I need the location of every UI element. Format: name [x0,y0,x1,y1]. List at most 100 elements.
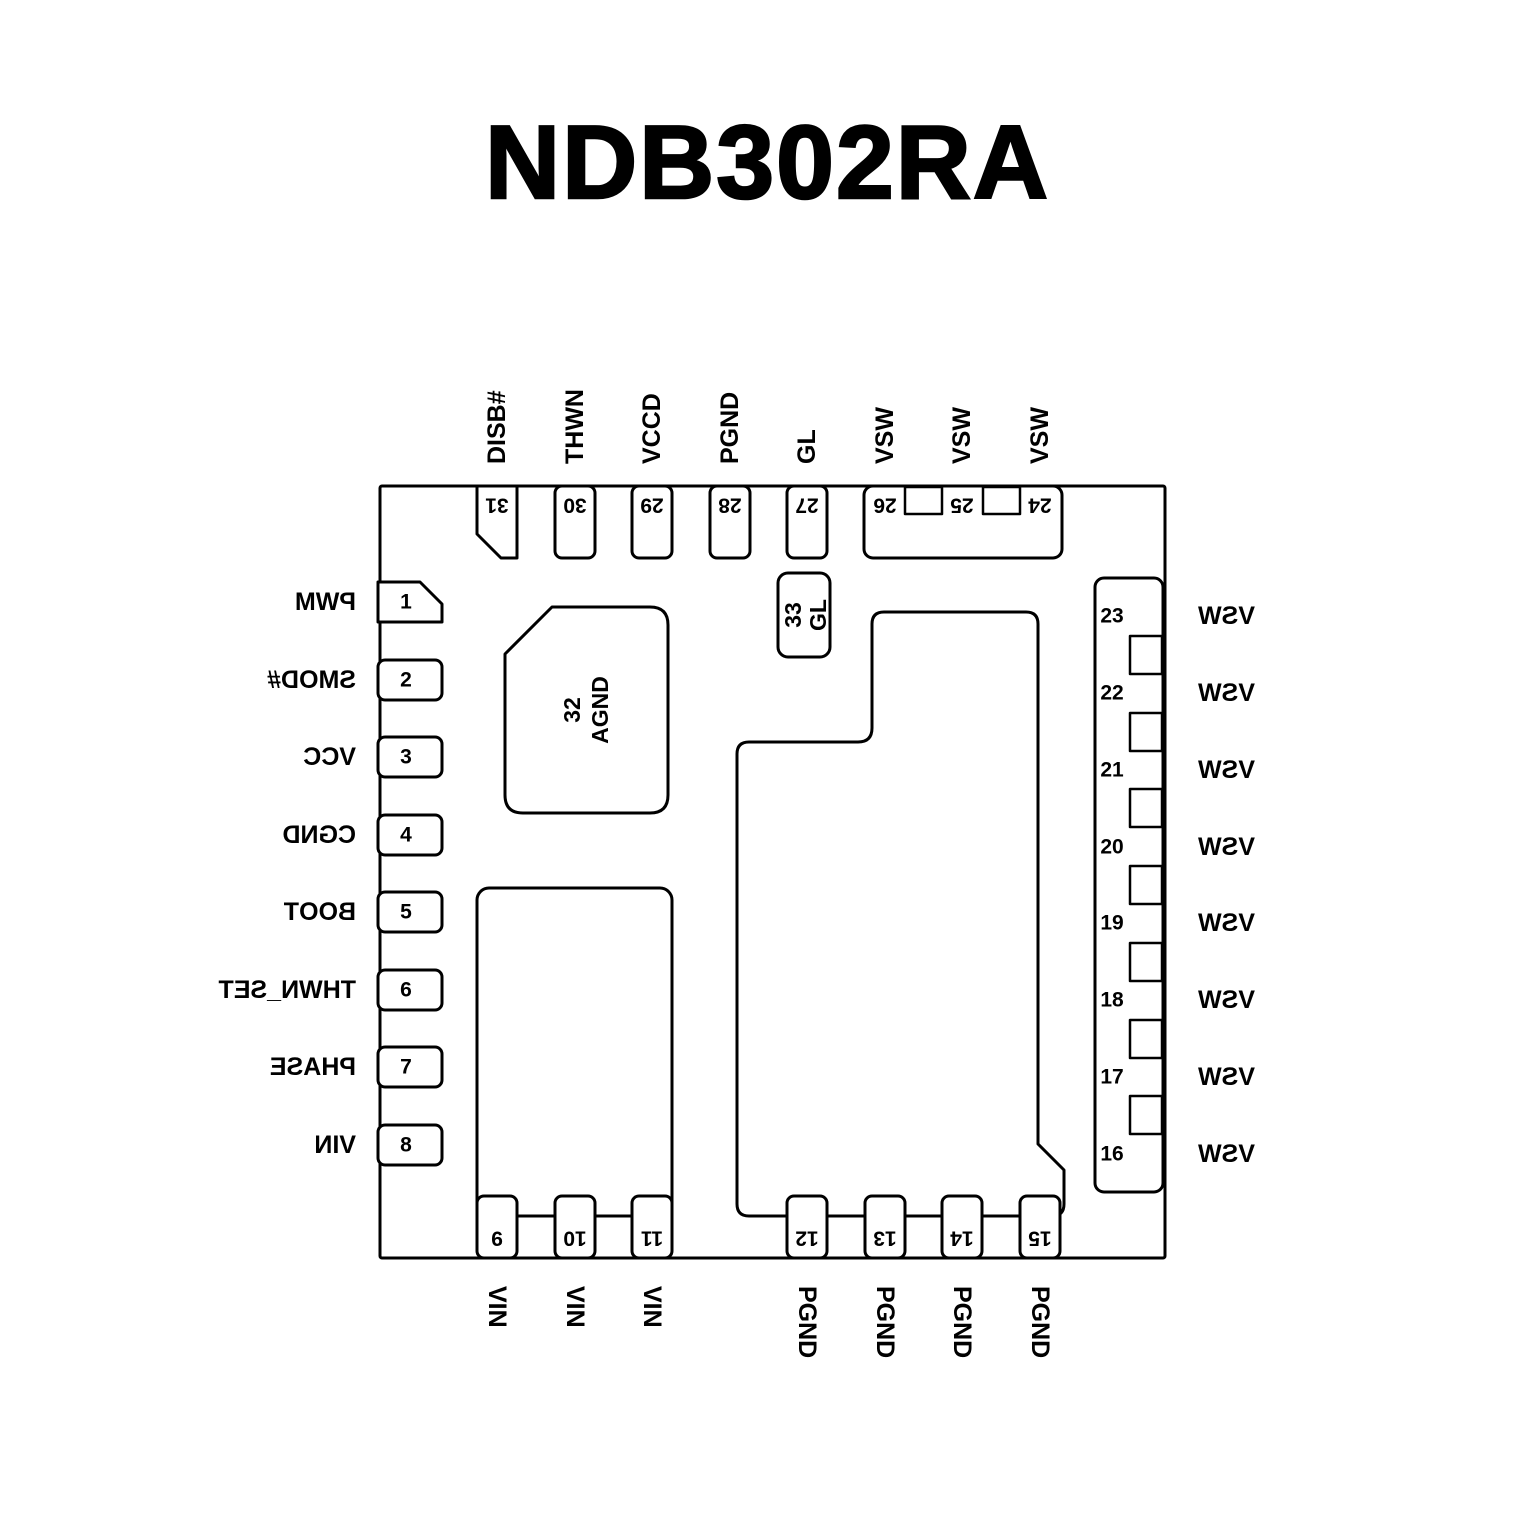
pin-label: VSW [1198,756,1255,784]
pin-28-shape [708,484,752,560]
pin-number: 23 [1100,605,1123,628]
pin-11-shape [630,1194,674,1260]
pin-number: 2 [400,669,412,692]
pin-separator-notch [903,485,944,516]
pin-label: SMOD# [267,666,356,694]
pin-30-shape [553,484,597,560]
pin-label: VIN [314,1131,356,1159]
pin-label: THWN [561,389,589,464]
pin-label: PGND [793,1286,821,1358]
pin-number: 9 [491,1227,503,1250]
pin-number: 10 [563,1227,586,1250]
pin-label: VIN [483,1286,511,1328]
pin-separator-notch [1128,1094,1164,1136]
gl-pad [776,571,832,659]
pin-label: PGND [1026,1286,1054,1358]
pin-number: 26 [873,494,896,517]
agnd-pad [503,605,670,815]
pin-29-shape [630,484,674,560]
pin-separator-notch [1128,941,1164,983]
pin-number: 30 [563,494,586,517]
pin-number: 31 [485,494,509,517]
pin-label: VSW [871,407,899,464]
pin-separator-notch [1128,1018,1164,1060]
pin-number: 16 [1100,1143,1123,1166]
pin-label: VCCD [638,393,666,464]
pin-label: VSW [1198,1140,1255,1168]
pin-separator-notch [1128,634,1164,676]
pin-label: VIN [561,1286,589,1328]
pin-number: 22 [1100,682,1123,705]
pin-number: 14 [950,1227,974,1250]
pin-number: 18 [1100,989,1124,1012]
pin-number: 17 [1100,1066,1123,1089]
gl-pad-label: GL [805,599,831,631]
pin-label: VSW [1198,1063,1255,1091]
gl-pad-number: 33 [780,602,806,628]
chip-title: NDB302RA [484,104,1051,223]
pin-4-shape [376,813,444,857]
pin-6-shape [376,968,444,1012]
pin-number: 25 [950,494,974,517]
pin-separator-notch [981,485,1022,516]
pin-separator-notch [1128,787,1164,829]
pin-separator-notch [1128,711,1164,753]
pin-label: GL [793,429,821,464]
pin-14-shape [940,1194,984,1260]
agnd-pad-number: 32 [559,697,585,723]
pin-label: VSW [1198,986,1255,1014]
pin-label: PHASE [270,1053,356,1081]
pin-label: THWN_SET [219,976,357,1004]
pin-number: 8 [400,1134,412,1157]
pin-number: 24 [1028,494,1052,517]
pin-number: 27 [795,494,818,517]
pin-label: VCC [303,743,356,771]
vin-pad [475,886,674,1218]
pin-label: PWM [295,588,356,616]
pin-8-shape [376,1123,444,1167]
pin-2-shape [376,658,444,702]
pin-number: 3 [400,746,412,769]
pin-31-shape [475,484,519,560]
pin-27-shape [785,484,829,560]
pin-label: VSW [1026,407,1054,464]
pin-label: CGND [282,821,356,849]
pin-13-shape [863,1194,907,1260]
pin-number: 11 [641,1227,664,1250]
pin-label: PGND [871,1286,899,1358]
pin-label: DISB# [483,390,511,464]
pin-number: 29 [640,494,663,517]
pin-number: 19 [1100,912,1123,935]
pin-number: 1 [400,591,412,614]
pin-5-shape [376,890,444,934]
pin-number: 7 [400,1056,412,1079]
pin-10-shape [553,1194,597,1260]
pin-label: VSW [1198,602,1255,630]
pin-number: 6 [400,979,412,1002]
pin-label: BOOT [284,898,356,926]
pin-1-shape [376,580,444,624]
pin-9-shape [475,1194,519,1260]
pin-label: VSW [1198,679,1255,707]
pin-number: 12 [795,1227,818,1250]
pin-number: 21 [1100,759,1124,782]
pin-label: PGND [948,1286,976,1358]
pin-label: VIN [638,1286,666,1328]
pin-number: 28 [718,494,742,517]
agnd-pad-label: AGND [587,676,613,744]
pin-label: VSW [1198,833,1255,861]
pgnd-pad [735,610,1066,1218]
pin-label: VSW [1198,909,1255,937]
pin-15-shape [1018,1194,1062,1260]
pin-12-shape [785,1194,829,1260]
pin-number: 20 [1100,836,1123,859]
pin-number: 5 [400,901,412,924]
pin-3-shape [376,735,444,779]
pin-label: PGND [716,392,744,464]
pin-7-shape [376,1045,444,1089]
pin-number: 15 [1028,1227,1052,1250]
pin-number: 4 [400,824,412,847]
pin-label: VSW [948,407,976,464]
